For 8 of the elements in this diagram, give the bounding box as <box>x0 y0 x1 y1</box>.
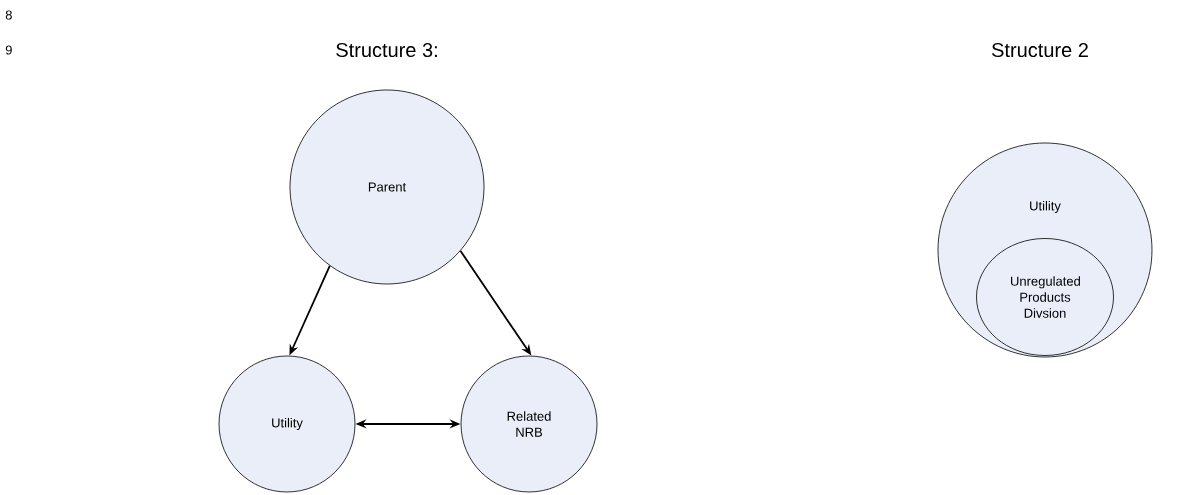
structure-title: Structure 2 <box>992 42 1088 58</box>
line-number: 9 <box>5 45 12 55</box>
circle-node: Utility <box>218 355 356 493</box>
ellipse-node: Unregulated Products Divsion <box>976 238 1114 356</box>
line-number: 8 <box>5 10 12 20</box>
circle-node: Parent <box>289 89 485 285</box>
structure-title: Structure 3: <box>336 42 437 58</box>
circle-node: Related NRB <box>460 355 598 493</box>
